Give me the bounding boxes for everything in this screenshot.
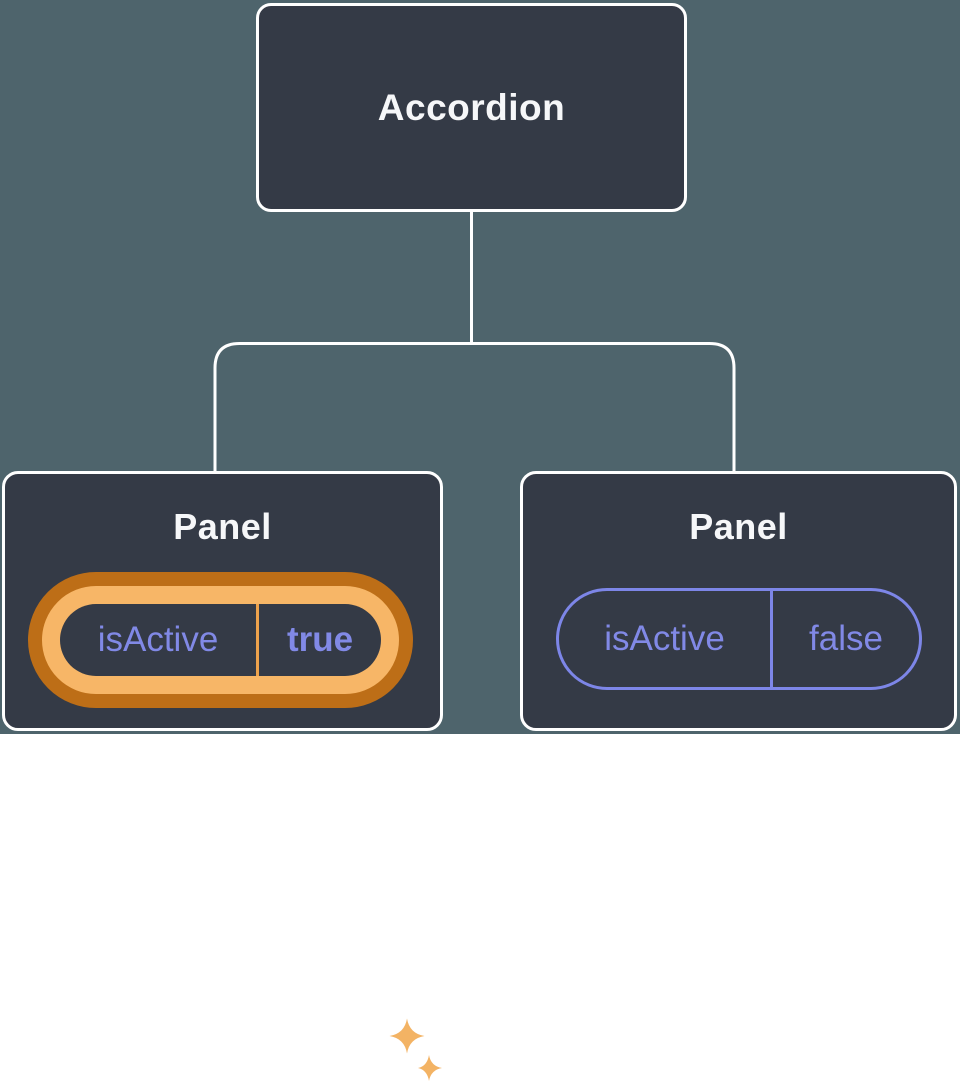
accordion-node: Accordion: [256, 3, 687, 212]
sparkle-small-icon: [418, 1055, 442, 1081]
state-prop-name: isActive: [97, 620, 219, 659]
state-prop-value: false: [809, 619, 883, 658]
sparkle-large-icon: [389, 1018, 425, 1054]
state-pill-divider: [770, 591, 773, 687]
state-prop-value: true: [286, 620, 354, 659]
state-prop-name: isActive: [604, 619, 725, 658]
state-pill-active: isActive true: [28, 572, 413, 708]
panel-node-active: Panel isActive true: [2, 471, 443, 1081]
sparkles-icon: [389, 1018, 442, 1081]
state-pill-active-inner: isActive true: [60, 604, 381, 676]
state-pill-divider: [256, 604, 259, 676]
panel-node-inactive: Panel isActive false: [520, 471, 957, 731]
panel-node-label: Panel: [689, 506, 788, 547]
panel-node-label: Panel: [173, 506, 272, 547]
state-pill-inactive: isActive false: [556, 588, 922, 690]
accordion-node-label: Accordion: [377, 86, 566, 128]
children-bracket-line: [213, 342, 736, 473]
